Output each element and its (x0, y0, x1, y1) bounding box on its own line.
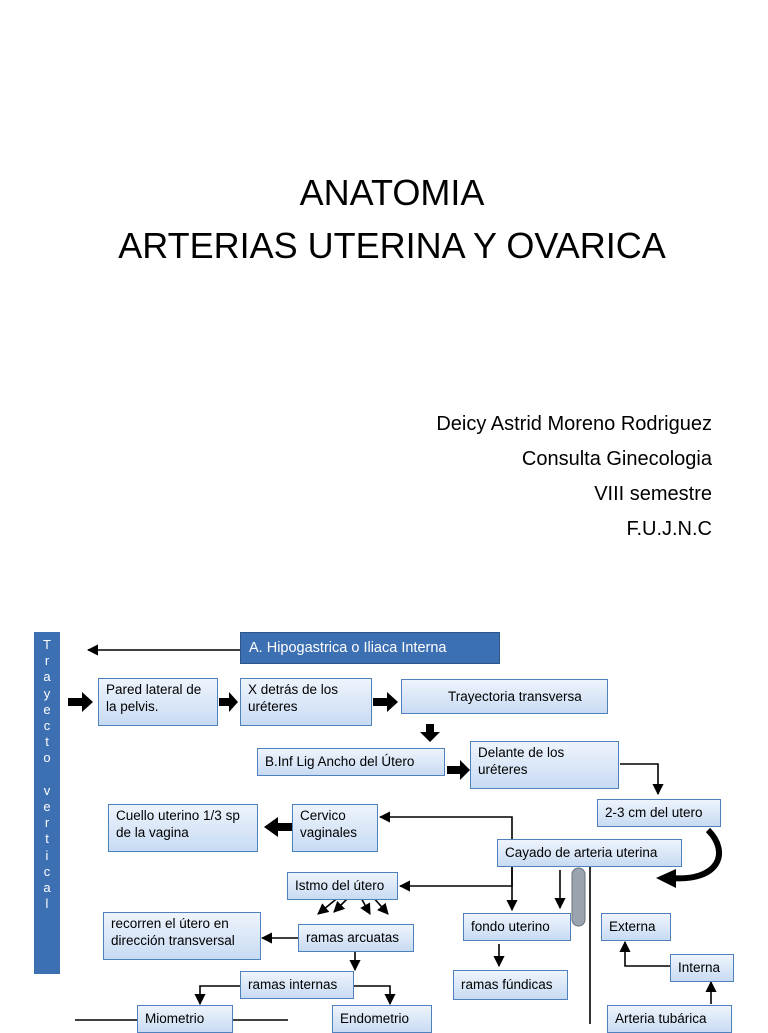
node-cayado-arteria: Cayado de arteria uterina (497, 839, 682, 867)
node-arteria-tubarica: Arteria tubárica (607, 1005, 732, 1033)
node-recorren-utero: recorren el útero en dirección transvers… (103, 912, 261, 960)
node-cuello-uterino: Cuello uterino 1/3 sp de la vagina (108, 804, 258, 852)
node-delante-ureteres: Delante de los uréteres (470, 741, 619, 789)
vertical-letter: c (43, 718, 51, 734)
node-cervico-vaginales: Cervico vaginales (292, 804, 378, 852)
vertical-letter: o (43, 750, 51, 766)
node-miometrio: Miometrio (137, 1005, 233, 1033)
vertical-letter: e (43, 799, 51, 815)
node-detras-ureteres: X detrás de los uréteres (240, 678, 372, 726)
vertical-letter: a (43, 669, 51, 685)
node-b-inf-lig: B.Inf Lig Ancho del Útero (257, 748, 445, 776)
title-slide: ANATOMIA ARTERIAS UTERINA Y OVARICA Deic… (118, 172, 712, 540)
slide-title-line1: ANATOMIA (299, 172, 485, 213)
vertical-letter: r (44, 653, 50, 669)
author-name: Deicy Astrid Moreno Rodriguez (436, 413, 712, 435)
header-hipogastrica: A. Hipogastrica o Iliaca Interna (240, 632, 500, 664)
vertical-letter: r (44, 815, 50, 831)
node-endometrio: Endometrio (332, 1005, 432, 1033)
vertical-letter: i (45, 847, 49, 863)
node-externa: Externa (601, 913, 671, 941)
vertical-letter: c (43, 863, 51, 879)
vertical-letter: t (45, 831, 49, 847)
node-ramas-fundicas: ramas fúndicas (453, 970, 568, 1000)
vertical-letter: v (43, 782, 51, 798)
node-interna: Interna (670, 954, 734, 982)
node-pared-lateral: Pared lateral de la pelvis. (98, 678, 218, 726)
node-ramas-internas: ramas internas (240, 971, 354, 999)
vertical-letter: T (43, 637, 51, 652)
capsule-shape (571, 867, 586, 927)
node-istmo: Istmo del útero (287, 872, 398, 900)
vertical-letter: e (43, 701, 51, 717)
artery-flow-diagram: T r a y e c t o v e r t i c a l A. Hipog… (0, 590, 768, 1033)
semester-label: VIII semestre (594, 483, 712, 505)
node-trayectoria-transversa: Trayectoria transversa (401, 679, 608, 714)
course-name: Consulta Ginecologia (521, 448, 712, 470)
vertical-letter: a (43, 880, 51, 896)
node-ramas-arcuatas: ramas arcuatas (298, 924, 414, 952)
slide-title-line2: ARTERIAS UTERINA Y OVARICA (118, 225, 666, 266)
vertical-label-bar: T r a y e c t o v e r t i c a l (34, 632, 60, 974)
vertical-letter: l (45, 896, 49, 912)
curved-arrow (669, 827, 722, 882)
vertical-letter: t (45, 734, 49, 750)
vertical-letter-space (34, 767, 60, 783)
vertical-letter: y (43, 685, 51, 701)
institution-label: F.U.J.N.C (626, 518, 712, 540)
node-fondo-uterino: fondo uterino (463, 913, 571, 941)
node-distancia-utero: 2-3 cm del utero (597, 799, 721, 827)
